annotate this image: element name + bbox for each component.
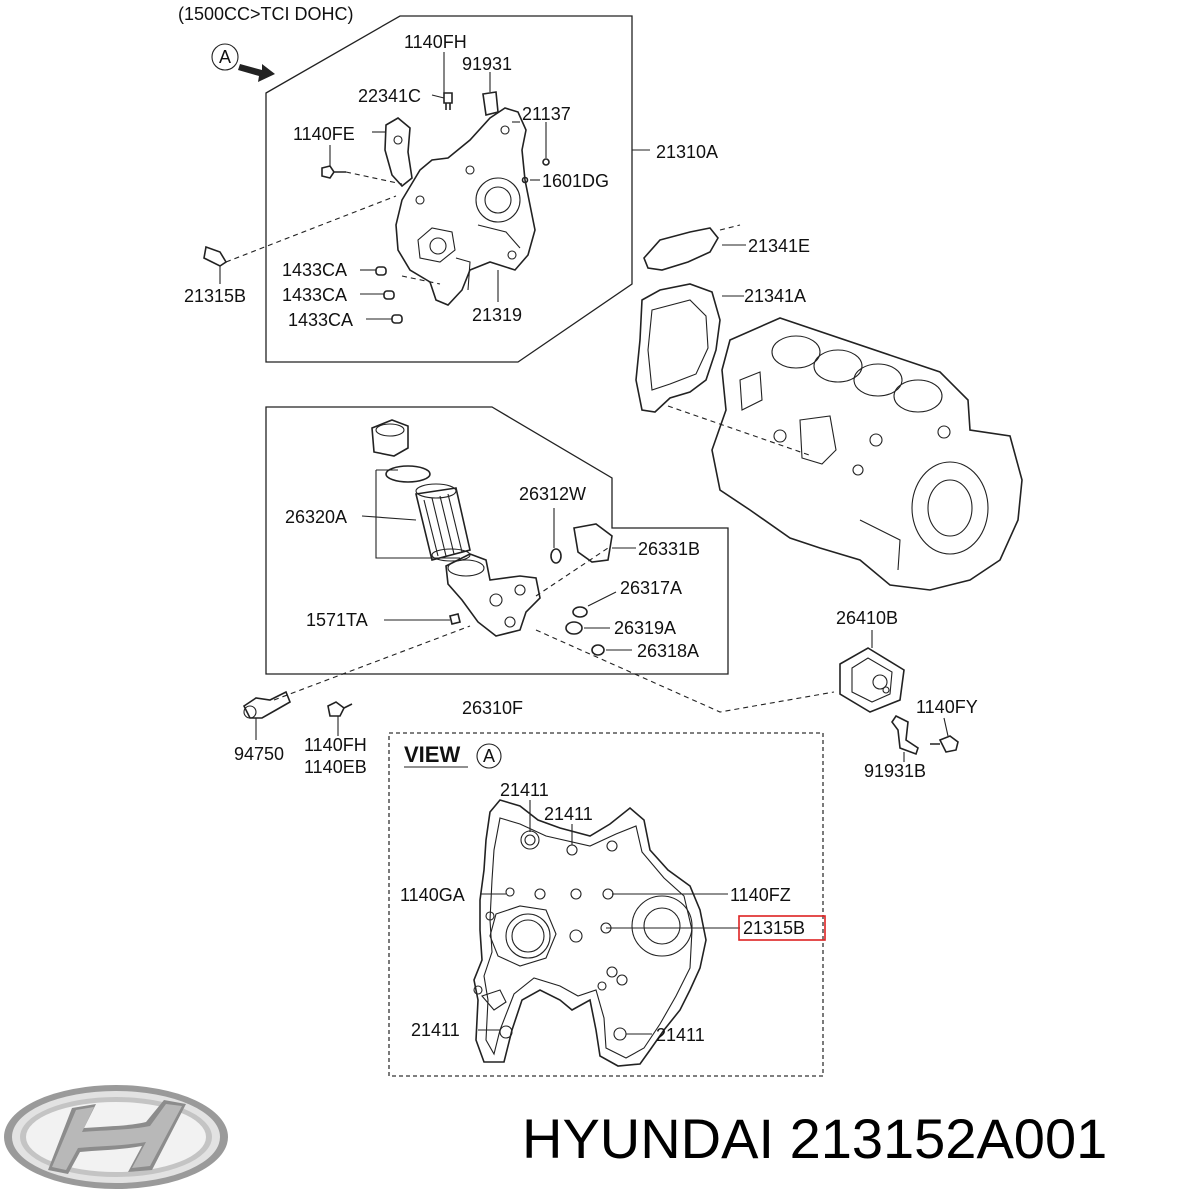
engine-block bbox=[711, 317, 1023, 591]
label-26319a: 26319A bbox=[614, 618, 676, 638]
sender-94750 bbox=[242, 690, 292, 719]
ring-26318a bbox=[591, 644, 605, 656]
label-94750: 94750 bbox=[234, 744, 284, 764]
label-21319: 21319 bbox=[472, 305, 522, 325]
variant-header: (1500CC>TCI DOHC) bbox=[178, 4, 354, 24]
bolt-1140fh bbox=[443, 92, 453, 110]
view-a-title-letter: A bbox=[483, 746, 495, 766]
pin-21137 bbox=[542, 158, 550, 166]
oil-filter-oring bbox=[385, 465, 431, 483]
label-view-1140ga: 1140GA bbox=[400, 885, 465, 905]
label-1140fe: 1140FE bbox=[293, 124, 355, 144]
label-21310a: 21310A bbox=[656, 142, 718, 162]
dowel-1433ca-1 bbox=[375, 266, 387, 276]
label-1140fy: 1140FY bbox=[916, 697, 978, 717]
label-view-21315b: 21315B bbox=[743, 918, 805, 938]
bolt-1140fe bbox=[321, 165, 346, 179]
bolt-1140fy bbox=[930, 735, 959, 753]
label-1433ca-1: 1433CA bbox=[282, 260, 347, 280]
bracket-91931b bbox=[891, 714, 919, 756]
gasket-26331b bbox=[573, 523, 613, 563]
dowel-1433ca-3 bbox=[391, 314, 403, 324]
oil-filter-housing bbox=[445, 553, 541, 637]
label-21137: 21137 bbox=[522, 104, 571, 124]
label-view-21411-a: 21411 bbox=[500, 780, 549, 800]
hyundai-logo bbox=[4, 1085, 228, 1189]
view-a-marker: A bbox=[211, 43, 275, 82]
label-26318a: 26318A bbox=[637, 641, 699, 661]
label-91931b: 91931B bbox=[864, 761, 926, 781]
label-26410b: 26410B bbox=[836, 608, 898, 628]
oil-filter-assembly bbox=[371, 419, 613, 656]
brand-caption: HYUNDAI 213152A001 bbox=[522, 1107, 1107, 1170]
label-26331b: 26331B bbox=[638, 539, 700, 559]
label-1140eb: 1140EB bbox=[304, 757, 367, 777]
label-91931-top: 91931 bbox=[462, 54, 512, 74]
label-22341c: 22341C bbox=[358, 86, 421, 106]
label-1433ca-3: 1433CA bbox=[288, 310, 353, 330]
label-view-1140fz: 1140FZ bbox=[730, 885, 791, 905]
label-21315b-left: 21315B bbox=[184, 286, 246, 306]
label-26317a: 26317A bbox=[620, 578, 682, 598]
view-a-letter: A bbox=[219, 47, 231, 67]
label-1433ca-2: 1433CA bbox=[282, 285, 347, 305]
view-a-title-circle bbox=[476, 743, 502, 769]
plug-1571ta bbox=[449, 613, 461, 625]
seal-21315b-left bbox=[203, 245, 228, 267]
view-a-arrow-icon bbox=[238, 64, 275, 82]
label-1601dg: 1601DG bbox=[542, 171, 609, 191]
label-1140fh-bottom: 1140FH bbox=[304, 735, 367, 755]
plug-1601dg bbox=[521, 176, 529, 184]
view-a-circle bbox=[211, 43, 239, 71]
label-26312w: 26312W bbox=[519, 484, 586, 504]
oil-filter-cap bbox=[371, 419, 409, 457]
label-view-21411-b: 21411 bbox=[544, 804, 593, 824]
timing-cover-rear-view bbox=[473, 799, 707, 1067]
label-26310f: 26310F bbox=[462, 698, 523, 718]
label-view-21411-c: 21411 bbox=[411, 1020, 460, 1040]
timing-cover-group-frame bbox=[265, 15, 633, 363]
oil-cooler-26410b bbox=[839, 647, 905, 713]
timing-chain-cover bbox=[395, 107, 536, 306]
bracket-22341c bbox=[384, 117, 413, 188]
oil-filter-element bbox=[415, 487, 471, 561]
view-a-panel bbox=[388, 732, 824, 1077]
ring-26317a bbox=[572, 606, 588, 618]
gasket-21341e bbox=[643, 227, 719, 271]
gasket-21341a bbox=[635, 283, 721, 413]
label-21341a: 21341A bbox=[744, 286, 806, 306]
ring-26319a bbox=[565, 621, 583, 635]
highlight-21315b bbox=[738, 915, 826, 941]
label-1140fh-top: 1140FH bbox=[404, 32, 467, 52]
label-21341e: 21341E bbox=[748, 236, 810, 256]
bolt-1140fh-bottom bbox=[327, 701, 353, 717]
label-26320a: 26320A bbox=[285, 507, 347, 527]
label-view-21411-d: 21411 bbox=[656, 1025, 705, 1045]
bracket-91931 bbox=[482, 91, 499, 116]
view-a-title: VIEW bbox=[404, 742, 460, 767]
label-1571ta: 1571TA bbox=[306, 610, 368, 630]
seal-26312w bbox=[550, 548, 562, 564]
dowel-1433ca-2 bbox=[383, 290, 395, 300]
